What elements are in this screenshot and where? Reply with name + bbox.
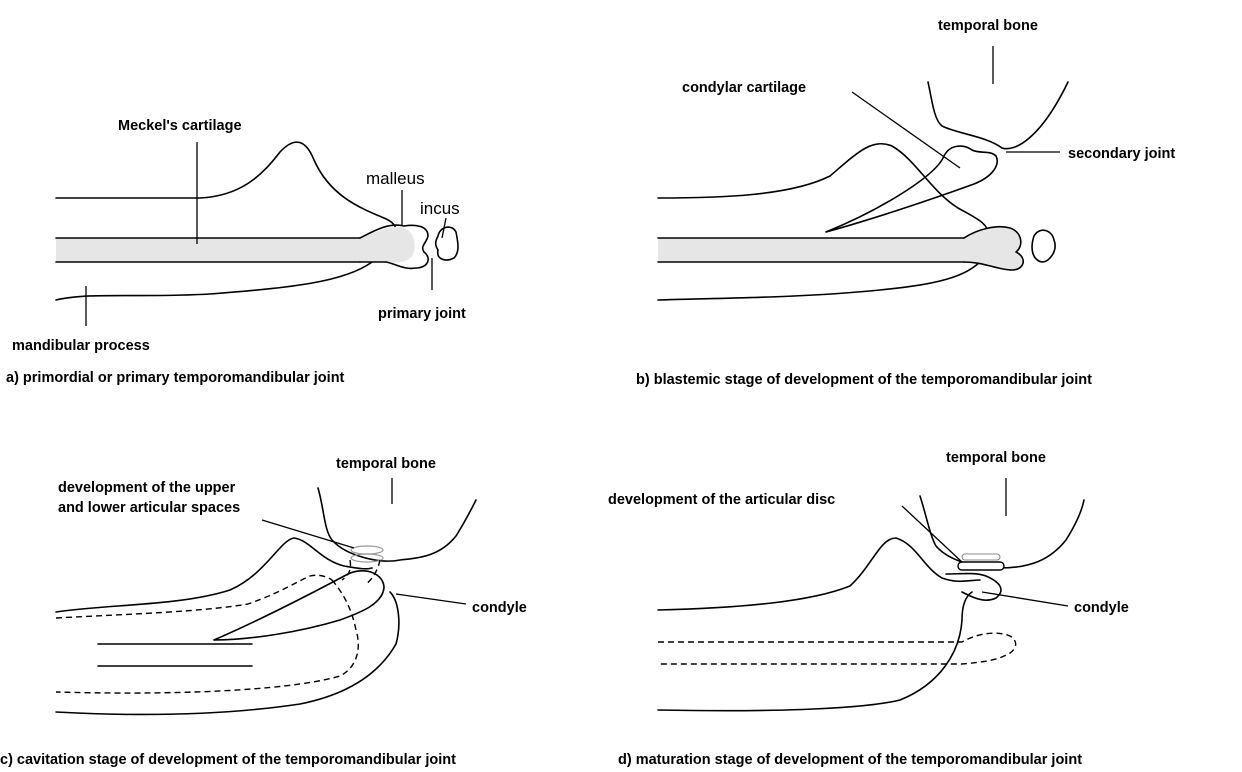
label-mandibular-process: mandibular process [12, 338, 150, 354]
condyle-shape-d [946, 574, 1001, 601]
label-condyle-c: condyle [472, 600, 527, 616]
previous-mandible-upper-dashed [56, 575, 332, 618]
mandible-lower-outline-c [56, 592, 399, 714]
condyle-leader-c [396, 594, 466, 604]
label-condyle-d: condyle [1074, 600, 1129, 616]
temporal-bone-outline-d [920, 496, 1084, 568]
meckels-cartilage-rod-b [658, 227, 1023, 270]
caption-panel-a: a) primordial or primary temporomandibul… [6, 370, 345, 386]
panel-d: temporal bone development of the articul… [608, 450, 1129, 768]
panel-c: temporal bone development of the upper a… [0, 456, 527, 768]
label-temporal-bone-d: temporal bone [946, 450, 1046, 466]
label-malleus: malleus [366, 169, 425, 188]
upper-articular-space [351, 546, 383, 554]
meckels-remnant-dashed [658, 633, 1016, 664]
label-condylar-cartilage: condylar cartilage [682, 80, 806, 96]
temporal-bone-outline-c [318, 488, 476, 561]
previous-temporal-dashed [342, 560, 380, 584]
incus-shape-b [1032, 230, 1055, 262]
label-articular-disc: development of the articular disc [608, 492, 835, 508]
mandible-lower-outline-d [658, 592, 972, 711]
caption-panel-c: c) cavitation stage of development of th… [0, 752, 456, 768]
temporal-bone-outline-b [928, 82, 1068, 149]
mandibular-process-upper-b [658, 144, 988, 236]
label-meckels-cartilage: Meckel's cartilage [118, 118, 242, 134]
caption-panel-b: b) blastemic stage of development of the… [636, 372, 1092, 388]
articular-disc-leader [902, 506, 962, 562]
label-articular-spaces-line2: and lower articular spaces [58, 500, 240, 516]
panel-a: Meckel's cartilage malleus incus primary… [6, 118, 466, 386]
label-temporal-bone-b: temporal bone [938, 18, 1038, 34]
label-articular-spaces-line1: development of the upper [58, 480, 236, 496]
meckels-cartilage-rod [56, 227, 415, 263]
incus-shape [436, 227, 458, 260]
label-temporal-bone-c: temporal bone [336, 456, 436, 472]
label-secondary-joint: secondary joint [1068, 146, 1175, 162]
mandibular-process-upper-outline [56, 142, 397, 236]
mandible-upper-outline-d [658, 538, 980, 610]
previous-condyle-dashed [56, 580, 358, 693]
caption-panel-d: d) maturation stage of development of th… [618, 752, 1082, 768]
label-incus: incus [420, 199, 460, 218]
panel-b: temporal bone condylar cartilage seconda… [636, 18, 1175, 388]
label-primary-joint: primary joint [378, 306, 466, 322]
articular-disc-shape [958, 562, 1004, 570]
mandible-upper-outline-c [56, 538, 372, 612]
condylar-cartilage-shape [826, 146, 997, 232]
articular-disc-shadow [962, 554, 1000, 560]
